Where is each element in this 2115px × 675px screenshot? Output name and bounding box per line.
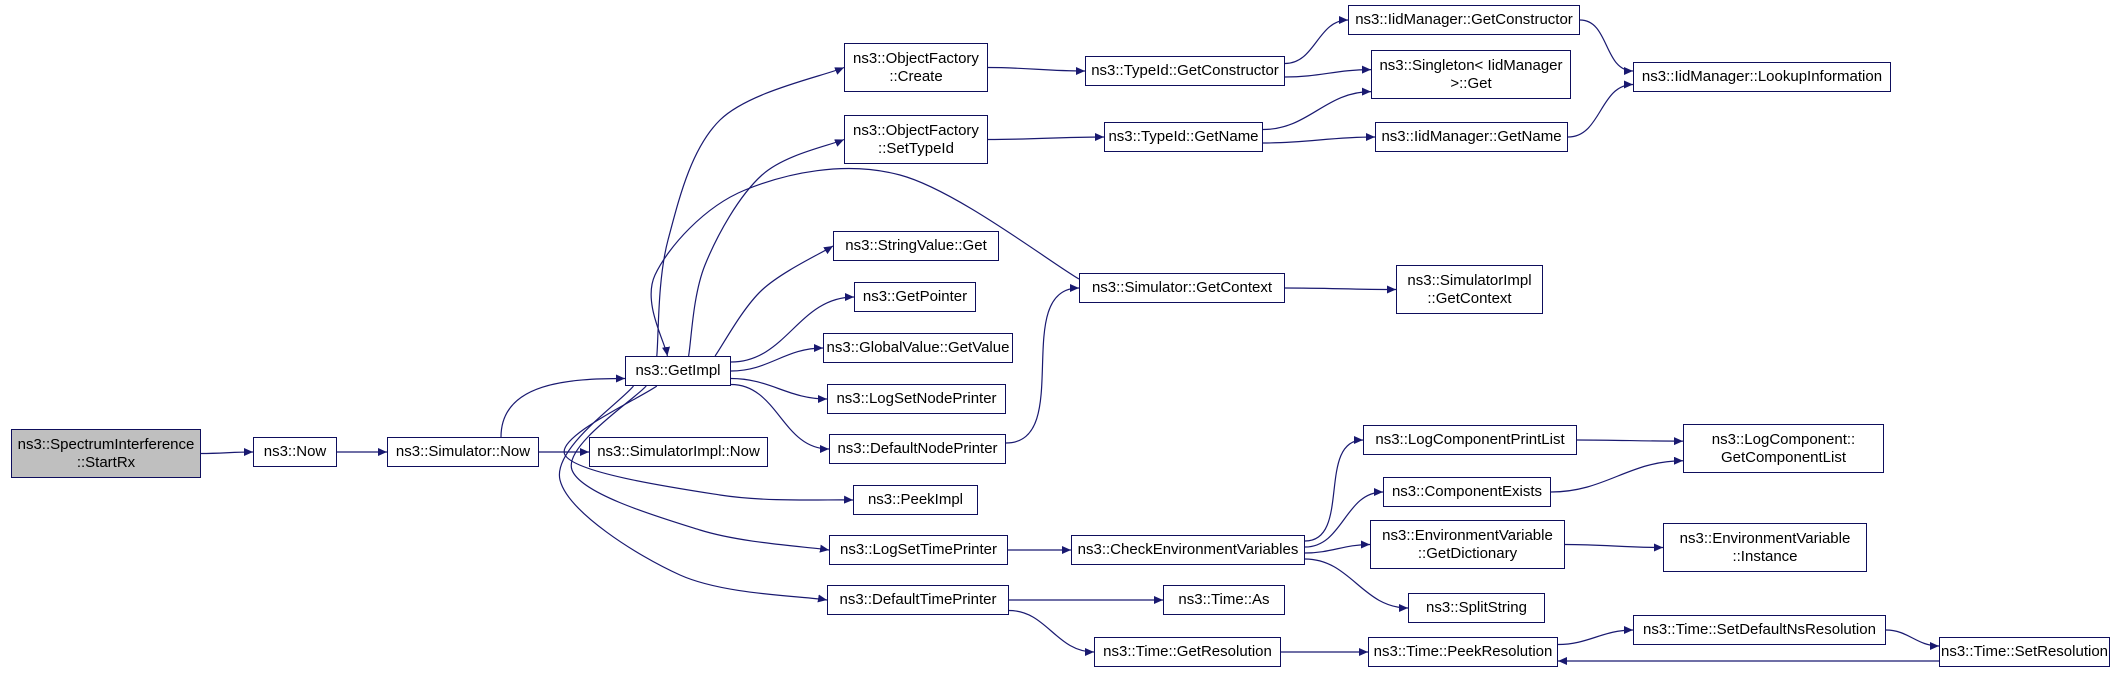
graph-node-simimplnow[interactable]: ns3::SimulatorImpl::Now bbox=[589, 437, 768, 467]
graph-node-simgetcontext[interactable]: ns3::Simulator::GetContext bbox=[1079, 273, 1285, 303]
call-edge-getimpl--defaultnodeprinter bbox=[730, 383, 830, 453]
call-edge-timepeekres--timesetdefns bbox=[1557, 626, 1634, 646]
call-edge-getimpl--offcreate bbox=[656, 66, 845, 357]
graph-node-envgetdict[interactable]: ns3::EnvironmentVariable ::GetDictionary bbox=[1370, 520, 1565, 569]
call-edge-checkenv--compexists bbox=[1304, 488, 1384, 548]
graph-node-getpointer[interactable]: ns3::GetPointer bbox=[854, 282, 976, 312]
call-edge-tidgetctor--singletonget bbox=[1284, 65, 1372, 78]
graph-node-now[interactable]: ns3::Now bbox=[253, 437, 337, 467]
graph-node-simimplgetcontext[interactable]: ns3::SimulatorImpl ::GetContext bbox=[1396, 265, 1543, 314]
call-edge-checkenv--splitstring bbox=[1304, 558, 1409, 612]
graph-node-iidgetname[interactable]: ns3::IidManager::GetName bbox=[1375, 122, 1568, 152]
graph-node-envinstance[interactable]: ns3::EnvironmentVariable ::Instance bbox=[1663, 523, 1867, 572]
call-edge-envgetdict--envinstance bbox=[1564, 543, 1664, 552]
graph-node-iidlookup[interactable]: ns3::IidManager::LookupInformation bbox=[1633, 62, 1891, 92]
call-edge-getimpl--gvgetvalue bbox=[730, 344, 824, 372]
graph-node-tidgetctor[interactable]: ns3::TypeId::GetConstructor bbox=[1085, 56, 1285, 86]
call-edge-checkenv--logcompprintlist bbox=[1304, 436, 1364, 542]
graph-node-strvalget[interactable]: ns3::StringValue::Get bbox=[833, 231, 999, 261]
graph-node-timegetres[interactable]: ns3::Time::GetResolution bbox=[1094, 637, 1281, 667]
graph-node-logsetnodeprinter[interactable]: ns3::LogSetNodePrinter bbox=[827, 384, 1006, 414]
call-edge-tidgetname--singletonget bbox=[1262, 87, 1372, 131]
graph-node-timeas[interactable]: ns3::Time::As bbox=[1163, 585, 1285, 615]
call-edge-offsettypeid--tidgetname bbox=[987, 133, 1105, 142]
graph-node-offcreate[interactable]: ns3::ObjectFactory ::Create bbox=[844, 43, 988, 92]
graph-node-offsettypeid[interactable]: ns3::ObjectFactory ::SetTypeId bbox=[844, 115, 988, 164]
call-edge-timesetdefns--timesetres bbox=[1885, 629, 1940, 650]
graph-node-compexists[interactable]: ns3::ComponentExists bbox=[1383, 477, 1551, 507]
graph-node-defaultnodeprinter[interactable]: ns3::DefaultNodePrinter bbox=[829, 434, 1006, 464]
call-edge-getimpl--logsetnodeprinter bbox=[730, 377, 828, 403]
graph-node-iidgetctor[interactable]: ns3::IidManager::GetConstructor bbox=[1348, 5, 1580, 35]
graph-node-gvgetvalue[interactable]: ns3::GlobalValue::GetValue bbox=[823, 333, 1013, 363]
graph-node-logsettimeprinter[interactable]: ns3::LogSetTimePrinter bbox=[829, 535, 1008, 565]
call-edge-getimpl--offsettypeid bbox=[688, 138, 845, 357]
call-edge-defaulttimeprinter--timegetres bbox=[1008, 609, 1095, 656]
call-edge-getimpl--logsettimeprinter bbox=[570, 385, 830, 553]
call-edge-logcompprintlist--logcompgetlist bbox=[1576, 437, 1684, 446]
call-edge-iidgetctor--iidlookup bbox=[1579, 19, 1634, 75]
call-edge-iidgetname--iidlookup bbox=[1567, 80, 1634, 138]
call-edge-simnow--getimpl bbox=[500, 374, 626, 438]
call-edge-startrx--now bbox=[200, 448, 254, 457]
call-edge-getimpl--defaulttimeprinter bbox=[558, 385, 828, 603]
graph-node-timepeekres[interactable]: ns3::Time::PeekResolution bbox=[1368, 637, 1558, 667]
call-edge-offcreate--tidgetctor bbox=[987, 66, 1086, 75]
call-edge-getimpl--peekimpl bbox=[563, 385, 854, 504]
call-edge-compexists--logcompgetlist bbox=[1550, 456, 1684, 493]
call-edge-simgetcontext--simimplgetcontext bbox=[1284, 285, 1397, 294]
call-edge-tidgetname--iidgetname bbox=[1262, 133, 1376, 144]
call-edge-getimpl--strvalget bbox=[714, 245, 834, 357]
graph-node-tidgetname[interactable]: ns3::TypeId::GetName bbox=[1104, 122, 1263, 152]
graph-node-singletonget[interactable]: ns3::Singleton< IidManager >::Get bbox=[1371, 50, 1571, 99]
graph-node-simnow[interactable]: ns3::Simulator::Now bbox=[387, 437, 539, 467]
graph-node-timesetres[interactable]: ns3::Time::SetResolution bbox=[1939, 637, 2110, 667]
graph-node-splitstring[interactable]: ns3::SplitString bbox=[1408, 593, 1545, 623]
call-edge-simgetcontext--getimpl bbox=[650, 167, 1080, 357]
graph-node-logcompprintlist[interactable]: ns3::LogComponentPrintList bbox=[1363, 425, 1577, 455]
graph-node-checkenv[interactable]: ns3::CheckEnvironmentVariables bbox=[1071, 535, 1305, 565]
call-edge-defaultnodeprinter--simgetcontext bbox=[1005, 284, 1080, 444]
graph-node-getimpl[interactable]: ns3::GetImpl bbox=[625, 356, 731, 386]
call-edge-checkenv--envgetdict bbox=[1304, 540, 1371, 554]
graph-node-defaulttimeprinter[interactable]: ns3::DefaultTimePrinter bbox=[827, 585, 1009, 615]
graph-node-logcompgetlist[interactable]: ns3::LogComponent:: GetComponentList bbox=[1683, 424, 1884, 473]
graph-node-peekimpl[interactable]: ns3::PeekImpl bbox=[853, 485, 978, 515]
graph-node-timesetdefns[interactable]: ns3::Time::SetDefaultNsResolution bbox=[1633, 615, 1886, 645]
graph-node-startrx: ns3::SpectrumInterference ::StartRx bbox=[11, 429, 201, 478]
call-edge-getimpl--getpointer bbox=[730, 293, 855, 363]
call-edge-tidgetctor--iidgetctor bbox=[1284, 16, 1349, 65]
